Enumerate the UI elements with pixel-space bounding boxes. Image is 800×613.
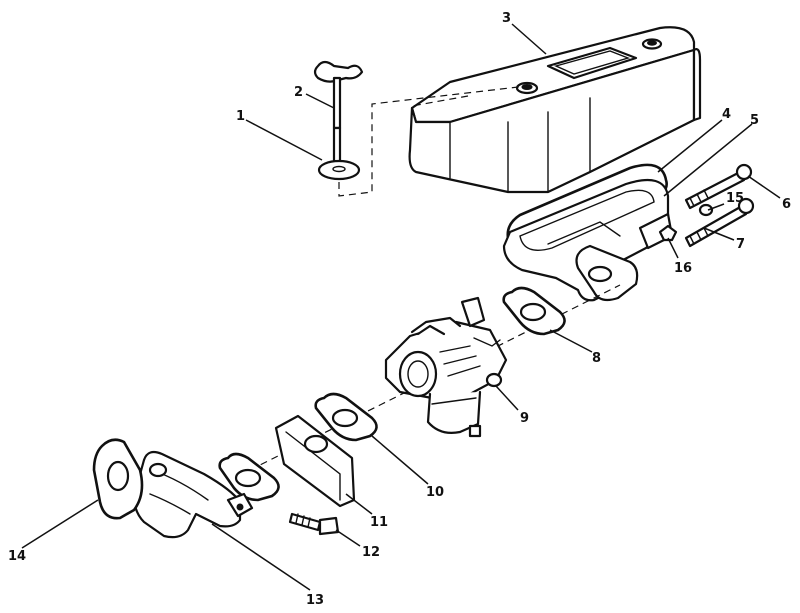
wing-screw <box>313 60 364 164</box>
intake-manifold <box>132 450 254 539</box>
spacer-gasket <box>314 392 378 442</box>
carburetor-gasket <box>502 286 566 336</box>
callout-8: 8 <box>592 351 601 366</box>
air-cleaner-cover <box>408 26 702 194</box>
callout-9: 9 <box>520 411 529 426</box>
bracket-16 <box>658 224 678 242</box>
washer <box>317 159 361 181</box>
callout-13: 13 <box>306 593 324 608</box>
callout-7: 7 <box>736 237 745 252</box>
lock-nut-15 <box>698 203 714 217</box>
callout-6: 6 <box>782 197 791 212</box>
callout-labels: 1 2 3 4 5 6 7 8 9 10 11 12 13 14 15 16 <box>8 11 791 608</box>
callout-3: 3 <box>502 11 511 26</box>
callout-16: 16 <box>674 261 692 276</box>
assembly-lines <box>338 85 528 197</box>
callout-11: 11 <box>370 515 388 530</box>
callout-5: 5 <box>750 113 759 128</box>
callout-1: 1 <box>236 109 245 124</box>
callout-10: 10 <box>426 485 444 500</box>
callout-14: 14 <box>8 549 26 564</box>
leader-lines <box>21 23 781 591</box>
bolt-6 <box>684 163 753 210</box>
manifold-gasket <box>92 438 144 520</box>
callout-2: 2 <box>294 85 303 100</box>
callout-12: 12 <box>362 545 380 560</box>
callout-15: 15 <box>726 191 744 206</box>
intake-bolt <box>288 512 340 536</box>
bolt-7 <box>684 197 755 248</box>
callout-4: 4 <box>722 107 731 122</box>
carburetor <box>384 296 508 438</box>
insulator-gasket <box>218 452 280 502</box>
